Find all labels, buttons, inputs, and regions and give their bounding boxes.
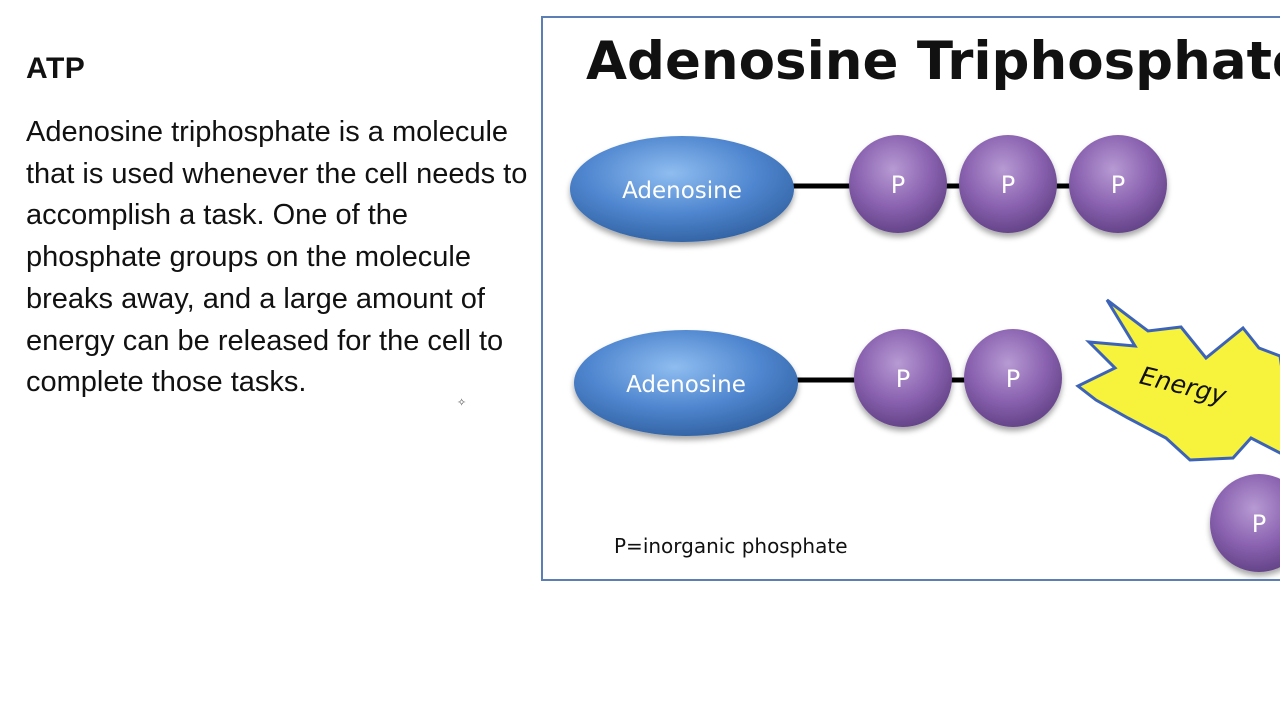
atp-phosphate-1-label: P: [891, 171, 905, 199]
adp-adenosine: [574, 330, 798, 436]
adp-phosphate-1: [854, 329, 952, 427]
energy-starburst: [1075, 298, 1280, 462]
released-phosphate: [1210, 474, 1280, 572]
adp-adenosine-label: Adenosine: [626, 372, 746, 398]
atp-phosphate-2: [959, 135, 1057, 233]
slide-heading: ATP: [26, 52, 86, 85]
atp-phosphate-1: [849, 135, 947, 233]
adp-phosphate-1-label: P: [896, 365, 910, 393]
released-phosphate-label: P: [1252, 510, 1266, 538]
atp-adenosine-label: Adenosine: [622, 178, 742, 204]
mouse-cursor-icon: ✧: [457, 397, 467, 409]
atp-diagram: Adenosine Triphosphate Adenosine P P P A…: [541, 16, 1280, 581]
slide-paragraph: Adenosine triphosphate is a molecule tha…: [26, 116, 528, 399]
adp-phosphate-2: [964, 329, 1062, 427]
atp-phosphate-3-label: P: [1111, 171, 1125, 199]
atp-adenosine: [570, 136, 794, 242]
phosphate-legend: P=inorganic phosphate: [614, 534, 848, 558]
atp-phosphate-3: [1069, 135, 1167, 233]
diagram-title: Adenosine Triphosphate: [586, 31, 1280, 92]
atp-phosphate-2-label: P: [1001, 171, 1015, 199]
adp-phosphate-2-label: P: [1006, 365, 1020, 393]
